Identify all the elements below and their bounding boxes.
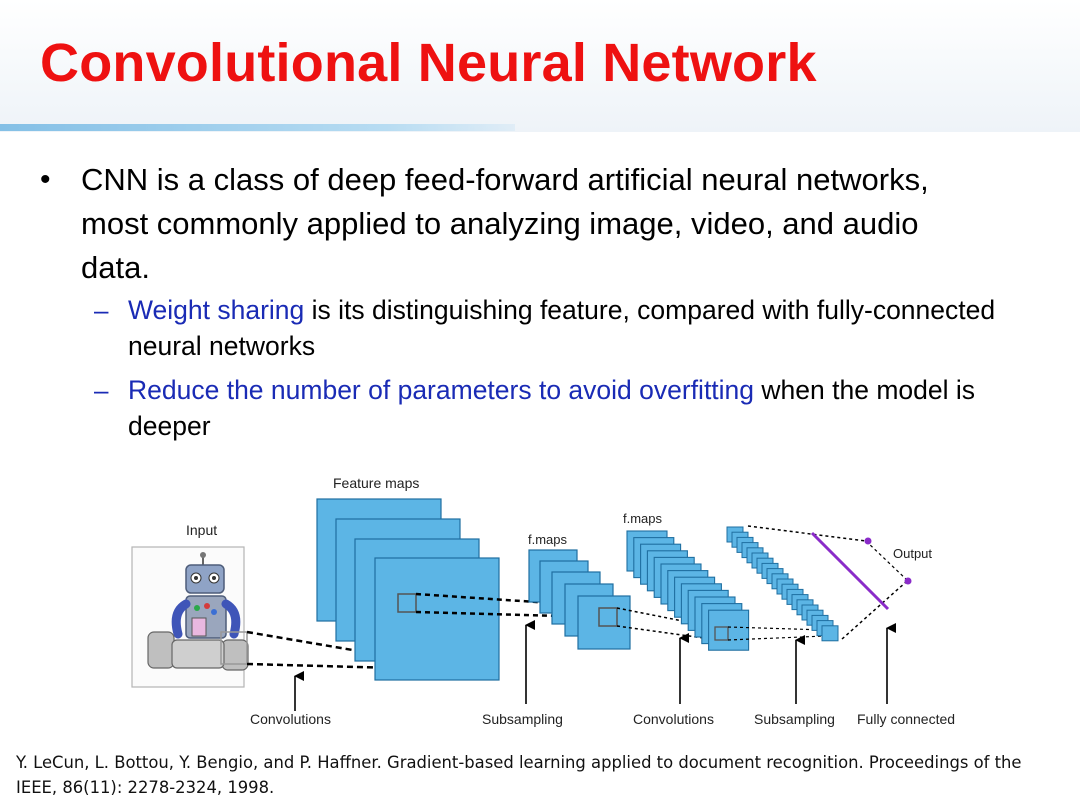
feature-maps-stack bbox=[316, 498, 500, 681]
sub-bullet-marker: – bbox=[94, 375, 109, 405]
output-node bbox=[864, 537, 872, 545]
input-image bbox=[131, 546, 249, 688]
highlight-weight-sharing: Weight sharing bbox=[128, 295, 305, 325]
conv-window bbox=[397, 593, 417, 613]
bullet-main-text: CNN is a class of deep feed-forward arti… bbox=[81, 162, 929, 285]
slide-title: Convolutional Neural Network bbox=[40, 33, 817, 93]
fully-connected-layer bbox=[810, 531, 890, 611]
robot-icon bbox=[147, 552, 249, 671]
pool2-line bbox=[727, 626, 827, 631]
feature-maps-label: Feature maps bbox=[333, 475, 419, 491]
stage-label-convolutions: Convolutions bbox=[250, 711, 331, 727]
conv2-window bbox=[714, 626, 729, 641]
fmaps-label-1: f.maps bbox=[528, 532, 568, 547]
feature-map-layer bbox=[821, 625, 839, 642]
fmaps-label-2: f.maps bbox=[623, 511, 663, 526]
conv2-maps-stack bbox=[626, 530, 750, 651]
citation: Y. LeCun, L. Bottou, Y. Bengio, and P. H… bbox=[16, 753, 1022, 797]
highlight-reduce-parameters: Reduce the number of parameters to avoid… bbox=[128, 375, 755, 405]
input-label: Input bbox=[186, 522, 217, 538]
title-underline bbox=[0, 124, 515, 131]
stage-label-convolutions: Convolutions bbox=[633, 711, 714, 727]
subsampled-maps-stack bbox=[528, 549, 631, 650]
sub-bullet-1-rest: is its distinguishing feature, compared … bbox=[128, 295, 996, 361]
stage-label-subsampling: Subsampling bbox=[754, 711, 835, 727]
pool2-line bbox=[727, 635, 827, 641]
conv2-line bbox=[616, 625, 719, 641]
pooling-line bbox=[415, 610, 597, 619]
fc-line bbox=[747, 525, 867, 542]
cnn-architecture-diagram: Input Feature maps f.maps f.maps Output bbox=[131, 475, 955, 727]
sub-bullet-text: Weight sharing is its distinguishing fea… bbox=[128, 292, 998, 364]
subsample-window bbox=[598, 607, 618, 627]
sub-bullet-2-rest: when the model is deeper bbox=[128, 375, 976, 441]
stage-label-fully-connected: Fully connected bbox=[857, 711, 955, 727]
sub-bullet-text: Reduce the number of parameters to avoid… bbox=[128, 372, 998, 444]
stage-label-subsampling: Subsampling bbox=[482, 711, 563, 727]
sub-bullet-marker: – bbox=[94, 295, 109, 325]
output-node bbox=[904, 577, 912, 585]
pool2-maps-stack bbox=[726, 526, 839, 642]
fc-line bbox=[841, 581, 907, 640]
pooling-line bbox=[415, 592, 597, 608]
title-band bbox=[0, 0, 1080, 132]
fc-line bbox=[865, 540, 909, 582]
bullet-marker: • bbox=[40, 163, 51, 196]
output-label: Output bbox=[893, 546, 932, 561]
